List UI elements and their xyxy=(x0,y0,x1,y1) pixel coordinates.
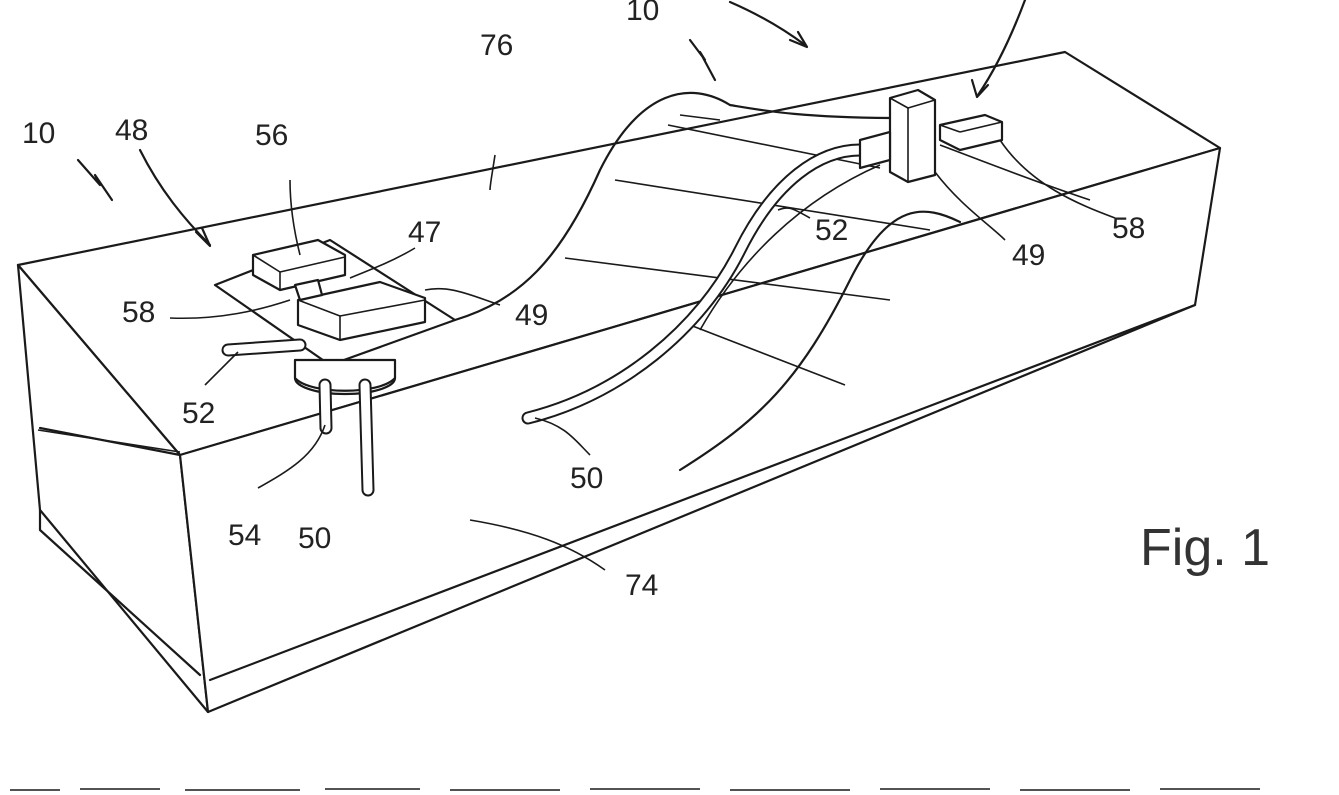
left-connector xyxy=(295,280,322,300)
cropped-text-strip xyxy=(0,786,1339,795)
label-58-left: 58 xyxy=(122,296,155,329)
figure-label: Fig. 1 xyxy=(1140,519,1270,577)
right-tower xyxy=(890,90,935,182)
label-54: 54 xyxy=(228,519,261,552)
arrow-top-right xyxy=(730,2,805,45)
label-10-left: 10 xyxy=(22,117,55,150)
label-50-mid: 50 xyxy=(570,462,603,495)
arrow-10-left xyxy=(78,160,112,200)
arrow-10-top xyxy=(690,40,715,80)
label-56: 56 xyxy=(255,119,288,152)
label-58-right: 58 xyxy=(1112,212,1145,245)
label-49-left: 49 xyxy=(515,299,548,332)
grid-line-5 xyxy=(680,115,720,120)
label-74: 74 xyxy=(625,569,658,602)
label-49-right: 49 xyxy=(1012,239,1045,272)
label-48: 48 xyxy=(115,114,148,147)
label-76: 76 xyxy=(480,29,513,62)
label-10-top: 10 xyxy=(626,0,659,27)
left-wellhead-body xyxy=(295,360,395,391)
label-50-left: 50 xyxy=(298,522,331,555)
label-47: 47 xyxy=(408,216,441,249)
label-52-right: 52 xyxy=(815,214,848,247)
label-52-left: 52 xyxy=(182,397,215,430)
